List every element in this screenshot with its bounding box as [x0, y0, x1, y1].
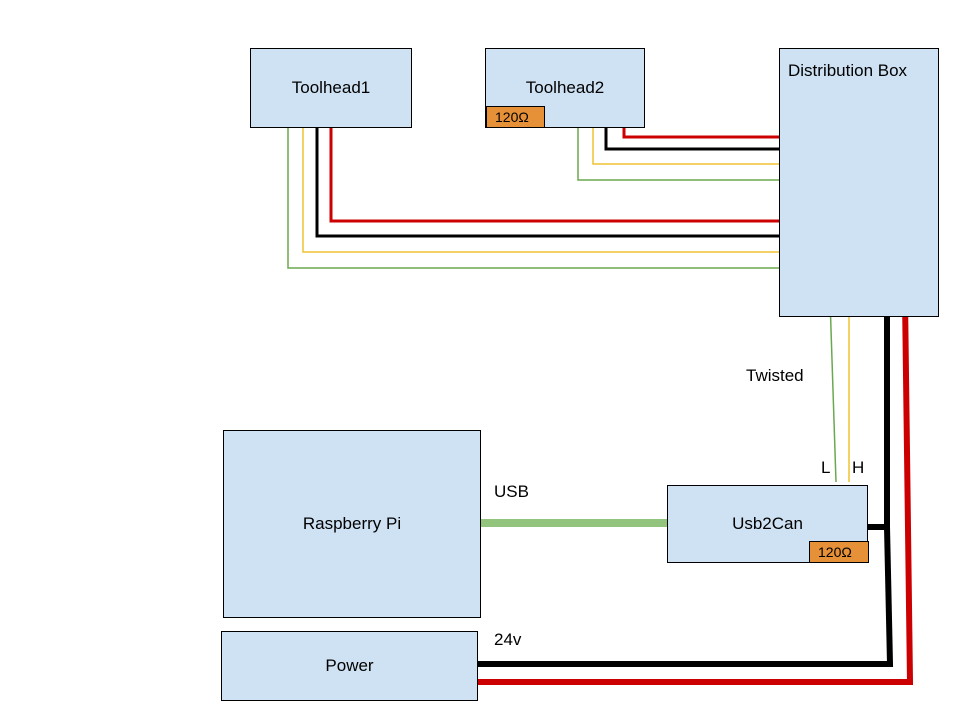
usb2can-label: Usb2Can — [732, 514, 803, 533]
toolhead1-can-low-green-wire — [287, 127, 832, 269]
raspberry-pi-box: Raspberry Pi — [223, 430, 481, 618]
toolhead2-can-low-green-wire — [577, 127, 832, 181]
toolhead2-termination-resistor: 120Ω — [486, 106, 545, 128]
toolhead2-can-high-yellow-wire — [592, 127, 850, 165]
twisted-pair-label: Twisted — [746, 366, 804, 385]
toolhead1-power-red-wire — [329, 127, 905, 223]
usb2can-termination-resistor: 120Ω — [809, 541, 869, 563]
can-high-label: H — [852, 458, 865, 477]
power-supply-label: Power — [325, 656, 374, 675]
power-supply-box: Power — [221, 631, 478, 701]
usb-label: USB — [494, 482, 529, 501]
voltage-label: 24v — [494, 630, 522, 649]
raspberry-pi-label: Raspberry Pi — [302, 514, 402, 533]
toolhead1-can-high-yellow-wire — [302, 127, 850, 253]
toolhead1-box: Toolhead1 — [250, 48, 412, 128]
toolhead1-ground-black-wire — [315, 125, 888, 238]
power-ground-black-wire-to-supply — [477, 526, 894, 667]
toolhead2-label: Toolhead2 — [525, 78, 605, 97]
can-low-label: L — [821, 458, 831, 477]
toolhead1-label: Toolhead1 — [291, 78, 371, 97]
distribution-box: Distribution Box — [779, 48, 939, 317]
distribution-box-label: Distribution Box — [788, 61, 908, 80]
